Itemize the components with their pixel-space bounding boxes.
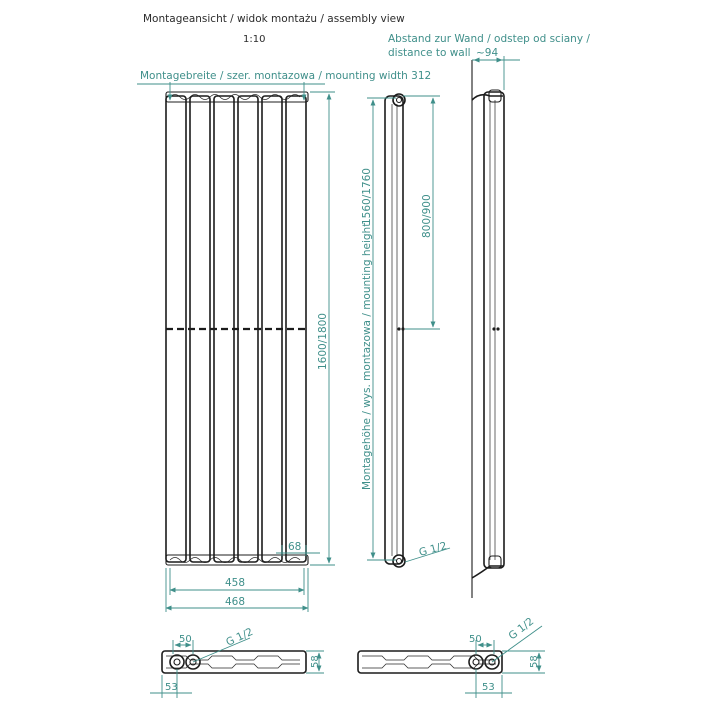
drawing-scale: 1:10 <box>243 34 265 45</box>
center-distance-dimension: 800/900 <box>403 95 440 330</box>
wall-distance-line1: Abstand zur Wand / odstep od sciany / <box>388 33 590 45</box>
mounting-width-dimension: Montagebreite / szer. montazowa / mounti… <box>137 70 431 101</box>
center-distance-label: 800/900 <box>421 194 433 238</box>
side-connection-label: G 1/2 <box>418 540 449 559</box>
br-53-label: 53 <box>482 682 495 693</box>
side-connection: G 1/2 <box>404 540 451 563</box>
mounting-width-label: Montagebreite / szer. montazowa / mounti… <box>140 70 431 82</box>
mounting-height-label: Montagehöhe / wys. montazowa / mounting … <box>361 223 373 490</box>
side-view <box>384 93 406 568</box>
height-total-label: 1600/1800 <box>317 313 329 370</box>
bottom-right-detail: 50 G 1/2 58 53 <box>357 615 545 698</box>
drawing-title: Montageansicht / widok montażu / assembl… <box>143 13 405 25</box>
front-view <box>165 91 309 566</box>
wall-view <box>471 60 505 598</box>
mounting-height-dimension: 1560/1760 Montagehöhe / wys. montazowa /… <box>361 97 396 561</box>
tube-6 <box>285 95 307 563</box>
br-50-label: 50 <box>469 634 482 645</box>
outer-width-label: 468 <box>225 596 245 608</box>
br-connection-label: G 1/2 <box>506 615 536 642</box>
bl-connection-label: G 1/2 <box>224 626 255 649</box>
br-58-label: 58 <box>529 655 540 668</box>
bl-58-label: 58 <box>310 655 321 668</box>
bl-50-label: 50 <box>179 634 192 645</box>
wall-distance-value: ~94 <box>476 47 498 59</box>
bottom-left-detail: 50 G 1/2 58 53 <box>150 626 324 698</box>
height-dimension: 1600/1800 <box>310 91 335 566</box>
width-dimensions: 458 468 <box>165 568 309 612</box>
tube-width-label: 68 <box>288 541 301 553</box>
mounting-height-value: 1560/1760 <box>361 168 373 225</box>
wall-distance-line2: distance to wall <box>388 47 471 59</box>
bl-53-label: 53 <box>165 682 178 693</box>
inner-width-label: 458 <box>225 577 245 589</box>
tube-width-dimension: 68 <box>276 541 320 556</box>
wall-distance-dimension: Abstand zur Wand / odstep od sciany / di… <box>388 33 590 90</box>
